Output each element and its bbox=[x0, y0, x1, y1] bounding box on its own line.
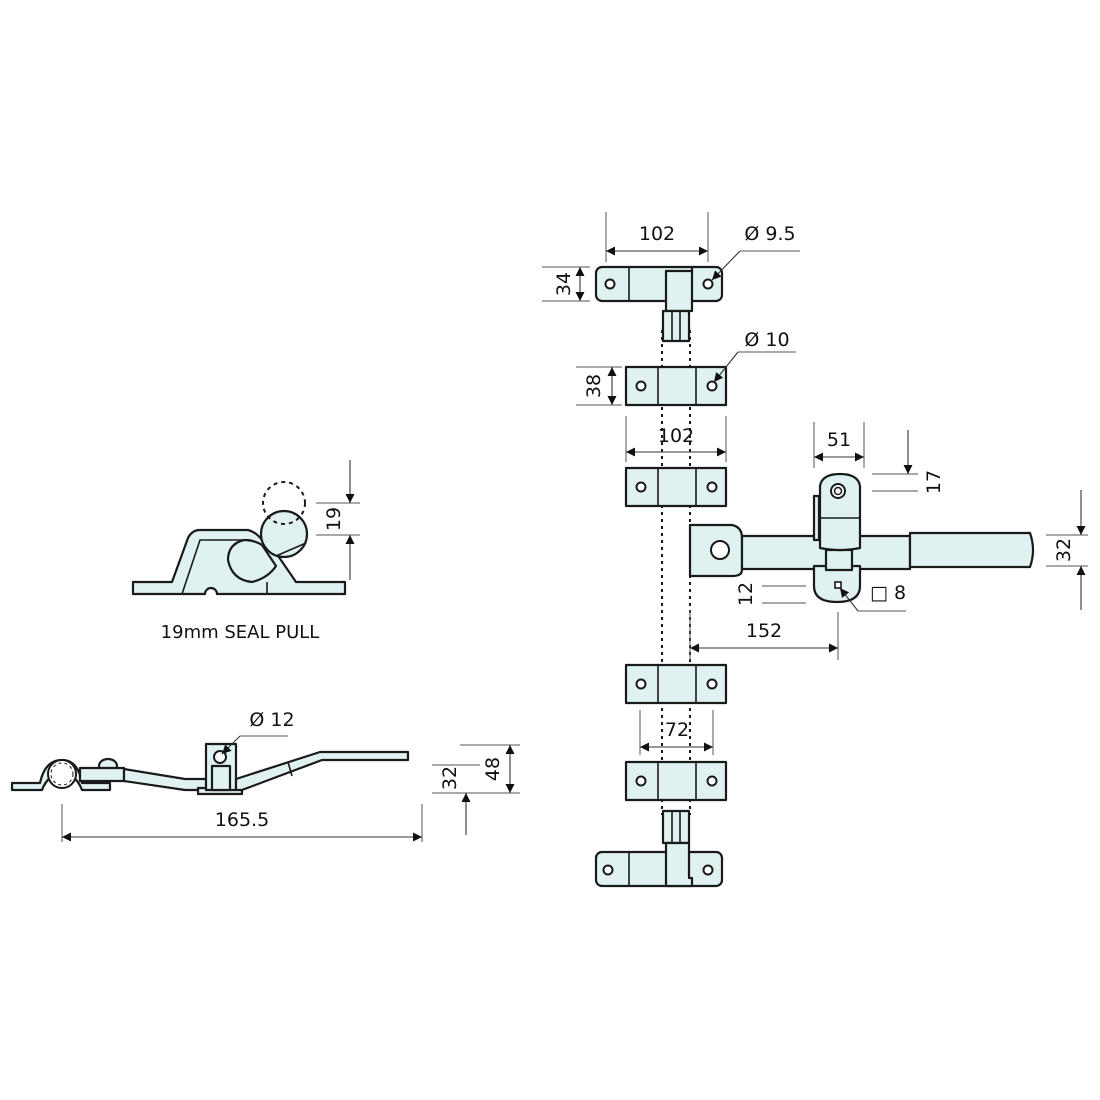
side-height-48-label: 48 bbox=[482, 757, 504, 781]
reach-label: 152 bbox=[746, 620, 782, 642]
guide-bracket-height-label: 38 bbox=[583, 374, 605, 398]
side-length-label: 165.5 bbox=[215, 809, 269, 831]
guide-bracket-width-label: 102 bbox=[658, 425, 694, 447]
rod-assembly-front-view: 102 34 Ø 9.5 38 Ø 10 102 bbox=[542, 212, 1088, 888]
square-drive-label: □ 8 bbox=[870, 582, 906, 604]
top-bracket-hole-label: Ø 9.5 bbox=[744, 223, 795, 245]
hub-width-label: 51 bbox=[827, 429, 851, 451]
handle-side-view: Ø 12 165.5 32 48 bbox=[10, 709, 520, 842]
seal-pull-drawing: 19 19mm SEAL PULL bbox=[131, 460, 360, 643]
seal-pull-caption: 19mm SEAL PULL bbox=[161, 622, 320, 643]
lower-offset-label: 12 bbox=[735, 582, 757, 606]
side-hole-dia-label: Ø 12 bbox=[249, 709, 294, 731]
guide-bracket-hole-label: Ø 10 bbox=[744, 329, 789, 351]
spacing-width-label: 72 bbox=[665, 719, 689, 741]
hub-offset-label: 17 bbox=[923, 470, 945, 494]
top-bracket-height-label: 34 bbox=[553, 272, 575, 296]
top-bracket-width-label: 102 bbox=[639, 223, 675, 245]
bar-height-label: 32 bbox=[1053, 538, 1075, 562]
side-height-32-label: 32 bbox=[439, 766, 461, 790]
seal-pull-height-label: 19 bbox=[323, 507, 345, 531]
